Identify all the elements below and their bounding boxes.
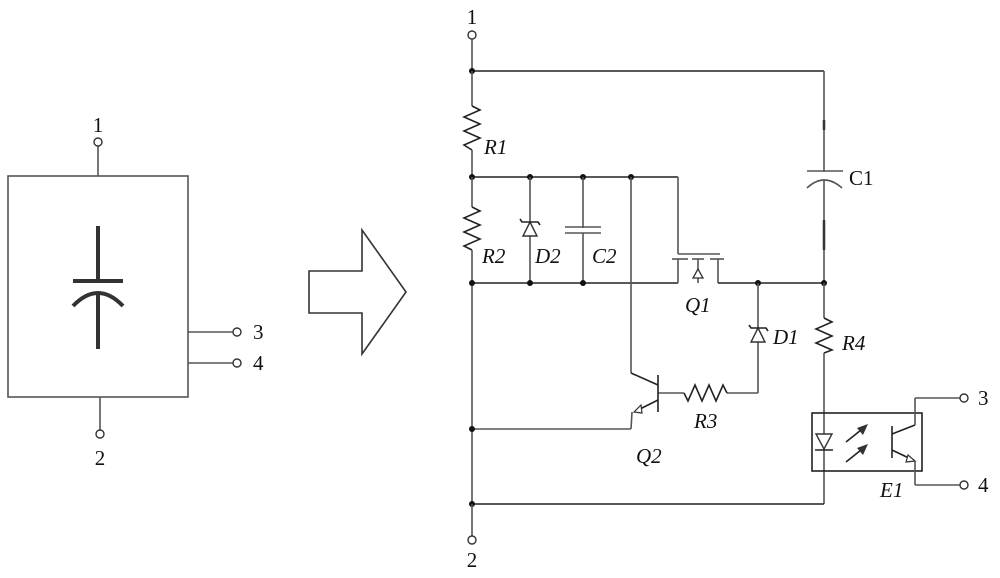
junction-dot <box>469 426 475 432</box>
junction-dot <box>580 280 586 286</box>
d1-label: D1 <box>772 325 799 349</box>
block-terminal-4-label: 4 <box>253 351 264 375</box>
terminal-2-label: 2 <box>467 548 478 572</box>
r2-label: R2 <box>481 244 506 268</box>
terminal-1-label: 1 <box>467 5 478 29</box>
zener-diode-d1 <box>748 283 769 393</box>
capacitor-c2 <box>565 177 601 283</box>
q1-label: Q1 <box>685 293 711 317</box>
terminal-4 <box>959 480 969 490</box>
terminal-1 <box>467 30 477 40</box>
junction-dot <box>469 280 475 286</box>
resistor-r3 <box>683 383 728 403</box>
e1-label: E1 <box>879 478 903 502</box>
mosfet-q1 <box>672 177 824 284</box>
r4-label: R4 <box>841 331 866 355</box>
terminal-3 <box>959 393 969 403</box>
capacitor-icon <box>71 226 125 349</box>
terminal-2 <box>467 535 477 545</box>
block-terminal-3-label: 3 <box>253 320 264 344</box>
light-arrows-icon <box>845 424 868 463</box>
r1-label: R1 <box>483 135 507 159</box>
block-outline <box>7 175 189 398</box>
block-terminal-3 <box>232 327 242 337</box>
r3-label: R3 <box>693 409 717 433</box>
optocoupler-e1 <box>811 397 960 486</box>
arrow-right-icon <box>308 227 407 357</box>
detailed-circuit: 1 C1 R1 R2 <box>462 5 989 572</box>
transistor-q2 <box>472 177 659 430</box>
resistor-r2 <box>462 206 482 251</box>
zener-diode-d2 <box>519 177 541 283</box>
block-terminal-4 <box>232 358 242 368</box>
terminal-4-label: 4 <box>978 473 989 497</box>
terminal-3-label: 3 <box>978 386 989 410</box>
block-terminal-1-label: 1 <box>93 113 104 137</box>
d2-label: D2 <box>534 244 561 268</box>
resistor-r4 <box>814 317 835 354</box>
block-terminal-2 <box>95 429 105 439</box>
c1-label: C1 <box>849 166 874 190</box>
q2-label: Q2 <box>636 444 662 468</box>
c2-label: C2 <box>592 244 617 268</box>
junction-dot <box>527 280 533 286</box>
block-terminal-1 <box>93 137 103 147</box>
equivalent-block: 1 2 3 4 <box>7 113 264 470</box>
block-terminal-2-label: 2 <box>95 446 106 470</box>
capacitor-c1 <box>806 120 843 283</box>
resistor-r1 <box>462 105 482 151</box>
